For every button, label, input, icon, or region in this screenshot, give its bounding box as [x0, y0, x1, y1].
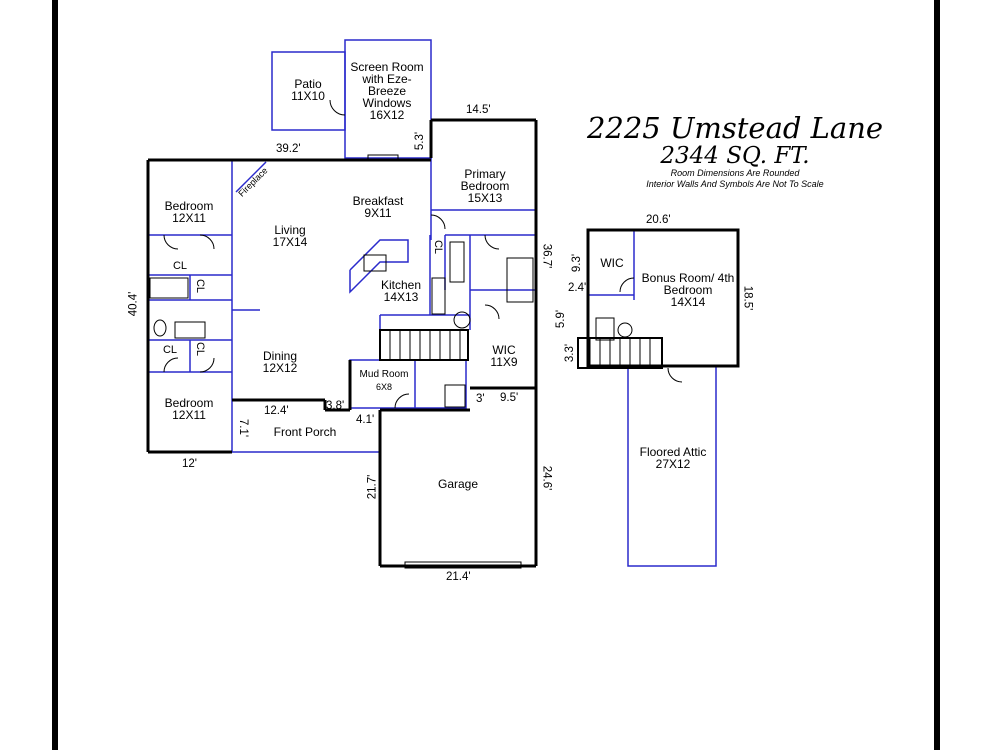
room-front-porch: Front Porch: [273, 425, 337, 439]
room-dining: Dining 12X12: [262, 349, 298, 375]
dim-18-5: 18.5': [741, 285, 754, 311]
room-bedroom-bottom: Bedroom 12X11: [164, 396, 214, 422]
dim-21-4: 21.4': [446, 571, 471, 583]
dim-4-1: 4.1': [356, 414, 375, 426]
dim-7-1: 7.1': [237, 418, 250, 438]
room-floored-attic: Floored Attic 27X12: [639, 445, 707, 471]
dim-12-4: 12.4': [264, 405, 289, 417]
dim-24-6: 24.6': [540, 465, 553, 491]
room-kitchen: Kitchen 14X13: [380, 278, 422, 304]
room-garage: Garage: [437, 477, 479, 491]
room-bonus-room: Bonus Room/ 4th Bedroom 14X14: [641, 271, 735, 309]
address-title: 2225 Umstead Lane: [586, 111, 884, 145]
dim-2-4: 2.4': [568, 282, 587, 294]
room-primary-bedroom: Primary Bedroom 15X13: [460, 167, 510, 205]
closet-label: CL: [162, 344, 178, 356]
dim-21-7: 21.7': [366, 474, 379, 500]
left-frame-bar: [52, 0, 58, 750]
dim-5-3: 5.3': [414, 131, 427, 151]
scale-note: Interior Walls And Symbols Are Not To Sc…: [646, 179, 824, 189]
closet-label: CL: [172, 260, 188, 272]
right-frame-bar: [934, 0, 940, 750]
room-wic-upper: WIC: [600, 256, 624, 270]
room-mud-room: Mud Room 6X8: [359, 369, 409, 392]
door-swings: [163, 99, 683, 409]
dim-3-3: 3.3': [564, 343, 577, 363]
rounding-note: Room Dimensions Are Rounded: [670, 168, 800, 178]
dim-14-5: 14.5': [466, 104, 491, 116]
dim-9-3: 9.3': [571, 253, 584, 273]
exterior-walls: [146, 118, 740, 568]
dim-40-4: 40.4': [127, 291, 140, 317]
dim-5-9: 5.9': [555, 309, 568, 329]
dim-20-6: 20.6': [646, 214, 671, 226]
dim-36-7: 36.7': [540, 243, 553, 269]
room-screen-room: Screen Room with Eze-Breeze Windows 16X1…: [350, 60, 424, 122]
dim-3-8: 3.8': [326, 400, 345, 412]
dim-12: 12': [182, 458, 197, 470]
room-bedroom-top: Bedroom 12X11: [164, 199, 214, 225]
dim-9-5: 9.5': [500, 392, 519, 404]
closet-label: CL: [194, 278, 206, 294]
fixtures: [149, 154, 633, 569]
dim-3: 3': [476, 393, 485, 405]
room-living: Living 17X14: [272, 223, 308, 249]
room-breakfast: Breakfast 9X11: [352, 194, 404, 220]
screen-room-outline: [344, 39, 432, 159]
dim-39-2: 39.2': [276, 143, 301, 155]
area-title: 2344 SQ. FT.: [660, 143, 810, 169]
closet-label: CL: [432, 239, 444, 255]
stair-treads: [389, 330, 651, 368]
closet-label: CL: [194, 341, 206, 357]
room-wic-main: WIC 11X9: [490, 343, 518, 369]
title-block: 2225 Umstead Lane 2344 SQ. FT. Room Dime…: [580, 112, 890, 190]
room-patio: Patio 11X10: [291, 77, 325, 103]
